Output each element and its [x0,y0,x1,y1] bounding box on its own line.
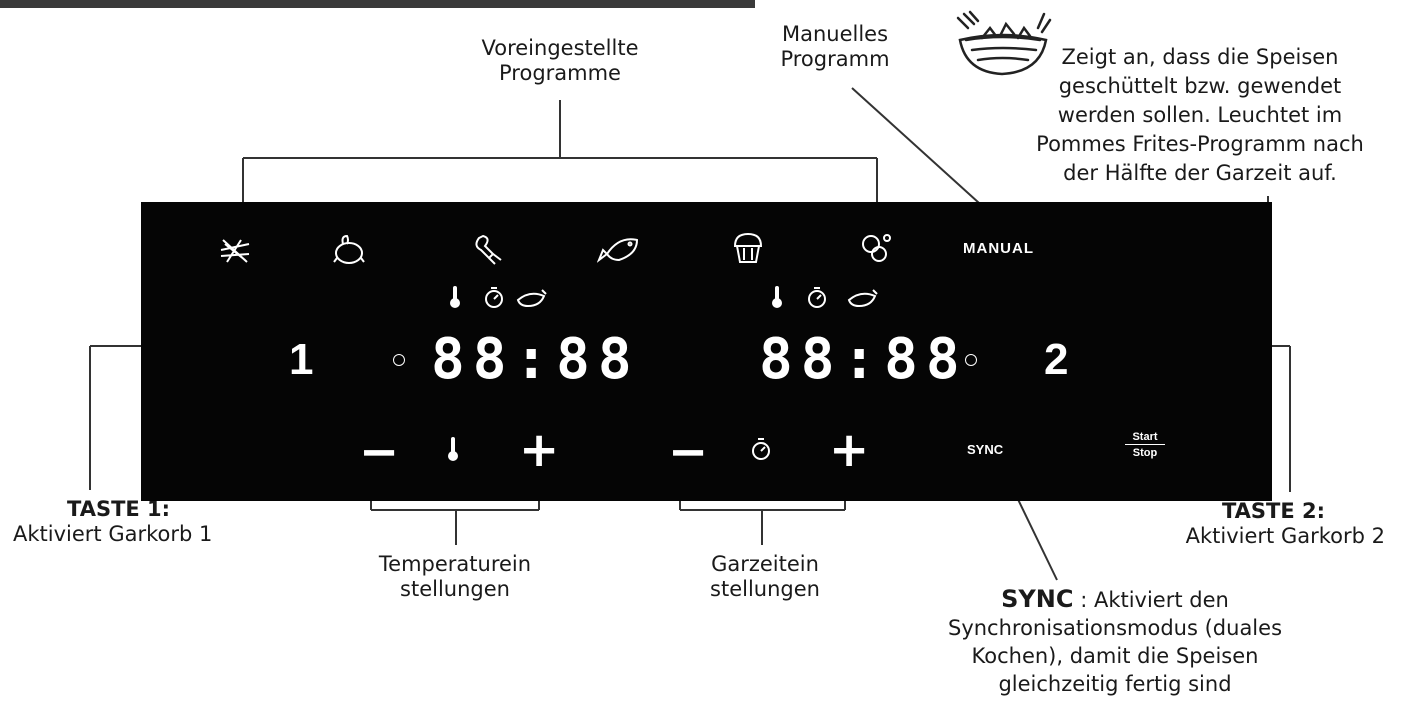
timer-icon [808,287,826,308]
time-plus-button[interactable]: + [829,422,870,478]
fish-program-icon[interactable] [597,232,643,266]
thermometer-icon [450,286,460,308]
manual-button[interactable]: MANUAL [963,240,1034,257]
temperature-plus-button[interactable]: + [519,422,560,478]
temperature-minus-button[interactable]: − [359,424,400,480]
taste1-description: Aktiviert Garkorb 1 [13,522,213,546]
shake-indicator-icon [847,289,878,308]
vegetables-program-icon[interactable] [859,230,893,264]
zone1-display: 88:88 [431,327,640,392]
zone2-display: 88:88 [759,327,968,392]
zone1-button[interactable]: 1 [289,335,314,384]
muffin-program-icon[interactable] [731,232,765,264]
taste1-title: TASTE 1: [67,497,171,521]
taste2-title: TASTE 2: [1221,499,1325,523]
timer-icon [485,287,503,308]
header-bar [0,0,755,8]
control-panel: MANUAL 1 88:88 88:88 2 − + − + SYNC Star… [141,202,1272,501]
fries-program-icon[interactable] [217,236,253,266]
shake-indicator-icon [516,289,547,308]
chicken-program-icon[interactable] [331,232,367,266]
thermometer-icon [772,286,782,308]
shake-indicator-label: Zeigt an, dass die Speisen geschüttelt b… [1036,45,1364,185]
sync-button[interactable]: SYNC [967,442,1004,457]
start-stop-button[interactable]: Start Stop [1125,430,1165,461]
drumstick-program-icon[interactable] [471,232,507,266]
zone2-button[interactable]: 2 [1044,335,1069,384]
zone2-indicator [965,354,977,366]
shake-basket-icon [956,10,1052,76]
sync-description-label: SYNC : Aktiviert den Synchronisationsmod… [947,585,1283,696]
timer-icon [752,438,770,460]
taste2-description: Aktiviert Garkorb 2 [1185,524,1385,548]
zone1-indicator [393,354,405,366]
time-minus-button[interactable]: − [668,424,709,480]
thermometer-icon [448,437,458,461]
